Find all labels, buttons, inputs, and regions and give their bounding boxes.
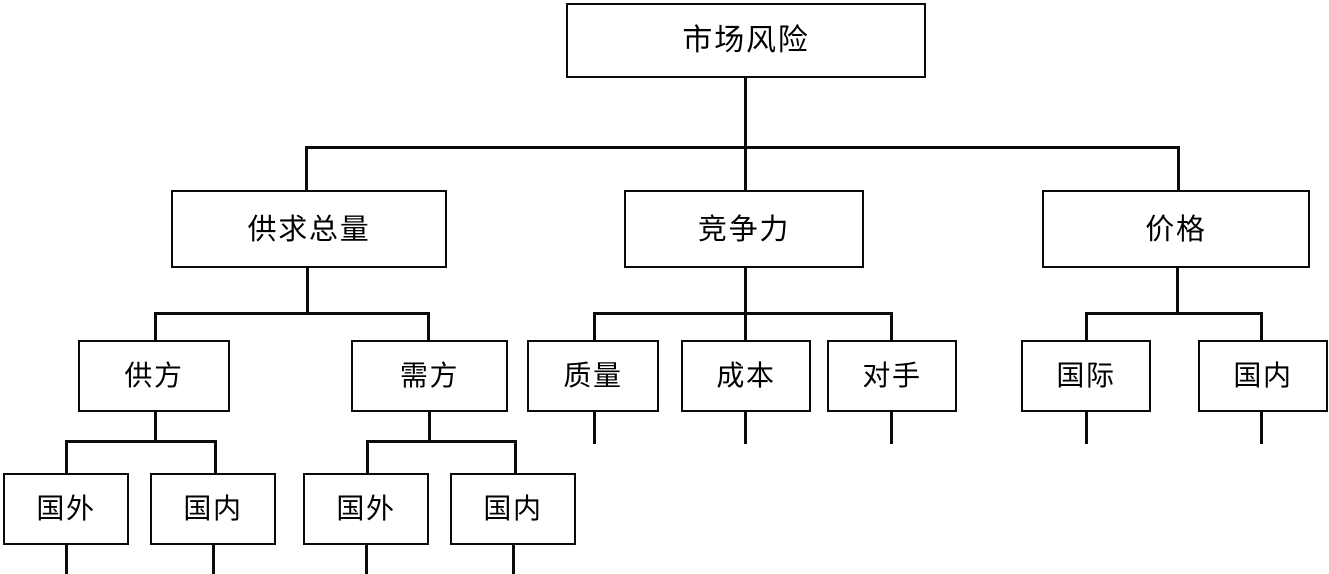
connector-stub-supplier-foreign (65, 545, 68, 574)
node-label-international: 国际 (1056, 359, 1116, 392)
connector-stub-quality (593, 412, 596, 444)
node-supplier-foreign[interactable]: 国外 (3, 473, 129, 545)
connector-drop-competitiveness (744, 146, 747, 190)
connector-drop-supplier-domestic (214, 440, 217, 475)
connector-drop-demander (427, 312, 430, 342)
connector-drop-quality (593, 312, 596, 342)
node-label-rival: 对手 (862, 359, 922, 392)
node-demander-domestic[interactable]: 国内 (450, 473, 576, 545)
connector-price-bus (1085, 312, 1263, 315)
node-supply-demand[interactable]: 供求总量 (171, 190, 447, 268)
node-competitiveness[interactable]: 竞争力 (624, 190, 864, 268)
node-label-root: 市场风险 (682, 22, 810, 58)
node-rival[interactable]: 对手 (827, 340, 957, 412)
node-label-supplier: 供方 (124, 359, 184, 392)
connector-demander-bus (366, 440, 517, 443)
node-domestic-price[interactable]: 国内 (1198, 340, 1328, 412)
connector-stub-demander-foreign (365, 545, 368, 574)
node-international[interactable]: 国际 (1021, 340, 1151, 412)
connector-stub-supplier-domestic (212, 545, 215, 574)
node-label-price: 价格 (1145, 211, 1207, 246)
connector-price-stem (1176, 268, 1179, 314)
connector-drop-supplier (154, 312, 157, 342)
node-demander[interactable]: 需方 (351, 340, 508, 412)
connector-drop-demander-domestic (514, 440, 517, 475)
connector-level1-bus (305, 146, 1177, 149)
connector-supplier-stem (154, 412, 157, 442)
node-price[interactable]: 价格 (1042, 190, 1310, 268)
node-label-supply-demand: 供求总量 (247, 211, 371, 246)
connector-stub-rival (890, 412, 893, 444)
connector-drop-rival (890, 312, 893, 342)
connector-drop-price (1177, 146, 1180, 190)
node-label-domestic-price: 国内 (1233, 359, 1293, 392)
node-root[interactable]: 市场风险 (566, 3, 926, 78)
node-label-supplier-domestic: 国内 (183, 492, 243, 525)
connector-supply-demand-bus (154, 312, 430, 315)
node-quality[interactable]: 质量 (527, 340, 659, 412)
connector-drop-supply-demand (305, 146, 308, 190)
connector-demander-stem (428, 412, 431, 442)
connector-competitiveness-stem (744, 268, 747, 314)
connector-drop-demander-foreign (366, 440, 369, 475)
connector-drop-supplier-foreign (65, 440, 68, 475)
node-label-quality: 质量 (563, 359, 623, 392)
node-label-demander-domestic: 国内 (483, 492, 543, 525)
node-label-competitiveness: 竞争力 (697, 211, 791, 246)
connector-stub-cost (744, 412, 747, 444)
node-label-cost: 成本 (716, 359, 776, 392)
connector-drop-international (1085, 312, 1088, 342)
node-cost[interactable]: 成本 (681, 340, 811, 412)
connector-supply-demand-stem (306, 268, 309, 314)
connector-stub-domestic-price (1260, 412, 1263, 444)
node-label-demander-foreign: 国外 (336, 492, 396, 525)
connector-competitiveness-bus (593, 312, 893, 315)
node-label-supplier-foreign: 国外 (36, 492, 96, 525)
connector-stub-demander-domestic (512, 545, 515, 574)
node-supplier-domestic[interactable]: 国内 (150, 473, 276, 545)
node-label-demander: 需方 (399, 359, 460, 392)
node-supplier[interactable]: 供方 (78, 340, 230, 412)
connector-drop-cost (744, 312, 747, 342)
node-demander-foreign[interactable]: 国外 (303, 473, 429, 545)
connector-stub-international (1085, 412, 1088, 444)
connector-drop-domestic-price (1260, 312, 1263, 342)
connector-root-stem (744, 78, 747, 146)
connector-supplier-bus (65, 440, 217, 443)
